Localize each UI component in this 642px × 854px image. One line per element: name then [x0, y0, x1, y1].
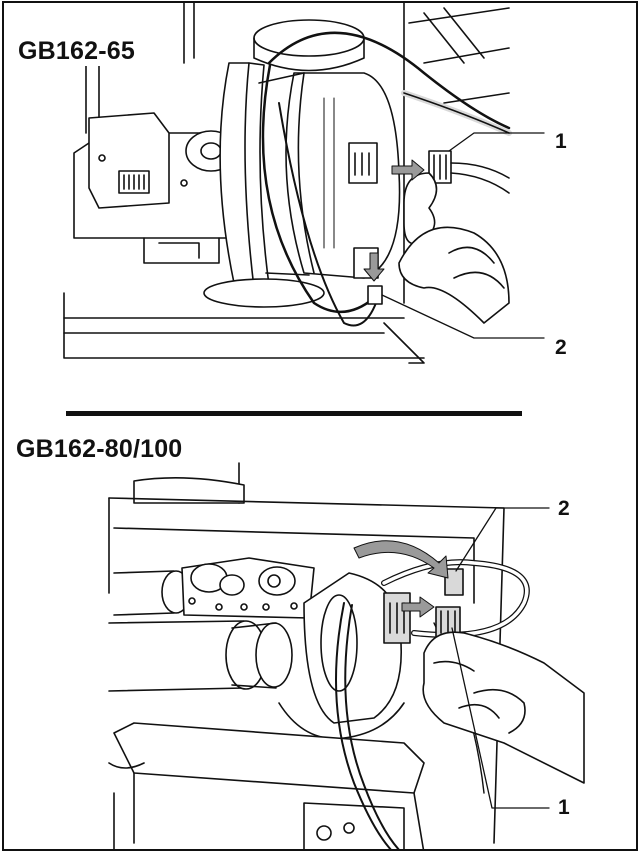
model-label-gb162-65: GB162-65 — [16, 37, 137, 66]
callout-2-bottom: 2 — [558, 497, 570, 520]
callout-2-top: 2 — [555, 336, 567, 359]
section-divider — [66, 411, 522, 416]
fan-connector-illustration-gb162-65 — [63, 3, 545, 364]
callout-1-top: 1 — [555, 130, 567, 153]
fan-connector-illustration-gb162-80-100 — [108, 462, 585, 849]
callout-1-bottom: 1 — [558, 796, 570, 819]
model-label-gb162-80-100: GB162-80/100 — [14, 435, 185, 464]
